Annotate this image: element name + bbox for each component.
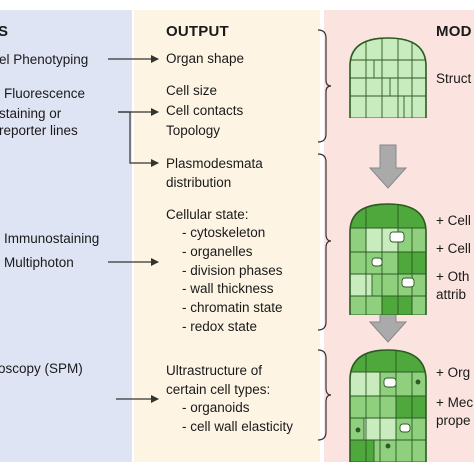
model-mechanical-2: prope <box>436 413 471 428</box>
brace-structure <box>317 29 332 143</box>
model-other-1: + Oth <box>436 269 470 284</box>
state-item: - chromatin state <box>182 300 283 315</box>
ultra-item: - cell wall elasticity <box>182 419 294 434</box>
cell-model-ultrastructure <box>349 349 427 462</box>
state-item: - cytoskeleton <box>182 225 266 240</box>
output-cellular-state: Cellular state: <box>166 207 249 222</box>
method-multiphoton: Multiphoton <box>4 255 74 270</box>
method-spm: oscopy (SPM) <box>0 361 83 376</box>
method-fluorescence-1: Fluorescence <box>4 86 86 101</box>
methods-header: S <box>0 23 9 40</box>
output-ultrastructure-1: Ultrastructure of <box>166 363 263 378</box>
cell-model-structure <box>349 37 427 118</box>
model-cell-1: + Cell <box>436 213 471 228</box>
model-structure: Struct <box>436 71 472 86</box>
brace-ultra <box>317 349 332 441</box>
output-panel <box>134 10 320 462</box>
state-item: - organelles <box>182 244 253 259</box>
output-braces <box>317 29 332 441</box>
output-organ-shape: Organ shape <box>166 51 245 66</box>
model-cell-2: + Cell <box>436 241 471 256</box>
method-immunostaining: Immunostaining <box>4 231 100 246</box>
state-item: - wall thickness <box>182 281 274 296</box>
method-output-connectors <box>108 55 159 403</box>
cell-model-state <box>349 203 427 315</box>
model-organoids: + Org <box>436 365 471 380</box>
output-cell-contacts: Cell contacts <box>166 103 244 118</box>
model-other-2: attrib <box>436 287 467 302</box>
ultra-item: - organoids <box>182 400 250 415</box>
method-fluorescence-2: staining or <box>0 106 62 121</box>
state-item: - redox state <box>182 319 258 334</box>
output-ultrastructure-2: certain cell types: <box>166 382 271 397</box>
arrow-fluorescence-plasmo <box>118 111 159 167</box>
method-phenotyping: el Phenotyping <box>0 52 89 67</box>
methods-panel <box>0 10 132 462</box>
model-header: MOD <box>436 23 472 40</box>
brace-state <box>317 153 332 331</box>
output-header: OUTPUT <box>166 23 229 40</box>
output-cell-size: Cell size <box>166 83 218 98</box>
state-item: - division phases <box>182 263 283 278</box>
output-plasmodesmata-1: Plasmodesmata <box>166 156 263 171</box>
down-arrow-1 <box>368 144 408 189</box>
method-fluorescence-3: reporter lines <box>0 123 78 138</box>
output-plasmodesmata-2: distribution <box>166 175 232 190</box>
model-mechanical-1: + Mec <box>436 395 474 410</box>
output-topology: Topology <box>166 123 221 138</box>
